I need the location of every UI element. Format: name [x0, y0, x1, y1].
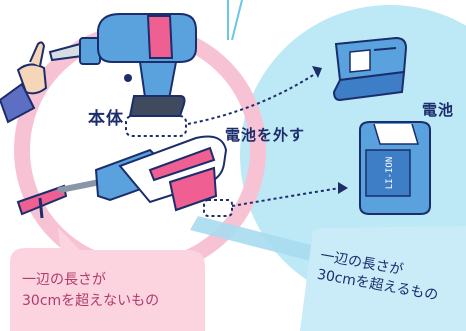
over-30cm-bubble: [300, 226, 466, 331]
arrow-head-2: [338, 182, 348, 194]
arrow-head-1: [312, 66, 322, 78]
label-battery: 電池: [422, 101, 455, 119]
vacuum-battery-outline: [203, 199, 233, 217]
pointing-hand-icon: [0, 41, 48, 124]
label-under-30cm-line2: 30cmを超えないもの: [22, 293, 160, 309]
battery-marking: LI-ION: [385, 157, 395, 190]
arrow-to-battery-2: [231, 187, 341, 207]
drill-battery-outline: [125, 115, 187, 137]
over-30cm-connector: [190, 216, 330, 264]
drill-icon: [48, 13, 197, 117]
label-under-30cm-line1: 一辺の長さが: [22, 272, 106, 288]
label-under-30cm: 一辺の長さが 30cmを超えないもの: [22, 270, 159, 312]
battery-pack-liion-icon: [359, 121, 431, 215]
label-body: 本体: [88, 109, 124, 129]
label-remove-battery: 電池を外す: [225, 126, 306, 144]
pointer-line-right: [231, 0, 243, 41]
under-30cm-bubble: [10, 228, 205, 331]
stick-vacuum-icon: [16, 135, 228, 219]
battery-pack-icon: [332, 36, 408, 102]
